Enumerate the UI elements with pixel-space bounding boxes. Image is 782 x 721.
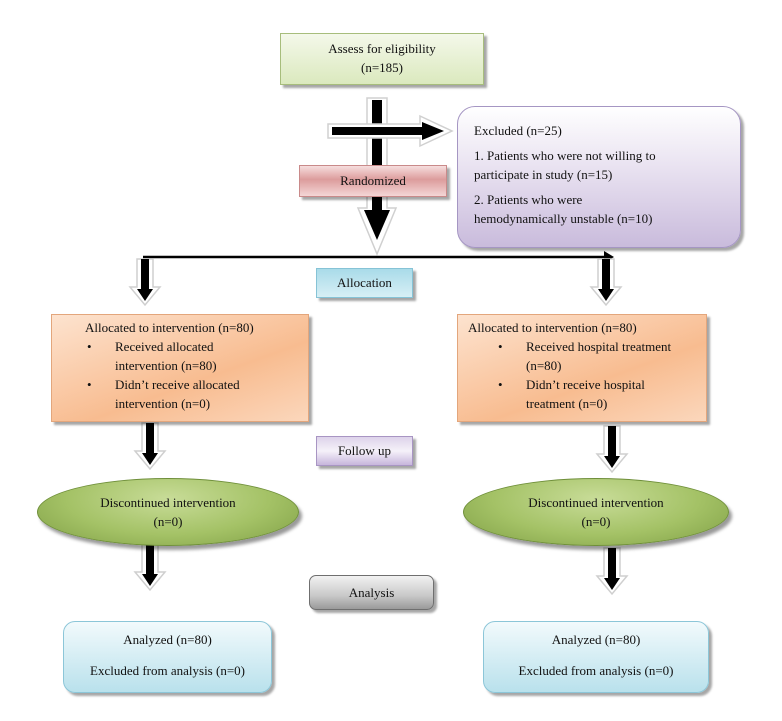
left-allocation-title: Allocated to intervention (n=80) (85, 320, 254, 335)
arrow-right-followup-to-analysis (596, 547, 628, 595)
left-discontinued-line-2: (n=0) (153, 514, 183, 529)
right-analyzed-line-1: Analyzed (n=80) (551, 632, 641, 647)
arrow-to-right-allocation (590, 258, 622, 306)
arrow-left-followup-to-analysis (134, 543, 166, 591)
excluded-reason-2-line-2: hemodynamically unstable (n=10) (474, 211, 653, 226)
enrollment-count: (n=185) (361, 60, 403, 75)
bullet-icon: • (87, 377, 92, 392)
bullet-icon: • (498, 377, 503, 392)
right-allocation-list: • Received hospital treatment (n=80) • D… (468, 337, 706, 413)
randomized-label: Randomized (299, 165, 447, 197)
bullet-icon: • (87, 339, 92, 354)
right-allocation-box: Allocated to intervention (n=80) • Recei… (457, 314, 707, 422)
right-analyzed-line-2: Excluded from analysis (n=0) (518, 663, 674, 678)
left-discontinued-line-1: Discontinued intervention (100, 495, 236, 510)
right-analyzed-box: Analyzed (n=80) Excluded from analysis (… (483, 621, 709, 693)
list-item: • Didn’t receive hospital treatment (n=0… (468, 375, 706, 413)
bullet-line-1: Received hospital treatment (526, 339, 672, 354)
left-analyzed-line-2: Excluded from analysis (n=0) (90, 663, 245, 678)
right-discontinued-line-2: (n=0) (581, 514, 611, 529)
left-allocation-list: • Received allocated intervention (n=80)… (85, 337, 308, 413)
bullet-line-1: Didn’t receive hospital (526, 377, 645, 392)
bullet-line-2: (n=80) (526, 358, 562, 373)
bullet-icon: • (498, 339, 503, 354)
arrow-to-left-allocation (129, 258, 161, 306)
enrollment-title: Assess for eligibility (328, 41, 436, 56)
bullet-line-2: intervention (n=80) (115, 358, 217, 373)
list-item: • Didn’t receive allocated intervention … (85, 375, 308, 413)
bullet-line-2: intervention (n=0) (115, 396, 211, 411)
right-allocation-title: Allocated to intervention (n=80) (468, 320, 637, 335)
left-analyzed-box: Analyzed (n=80) Excluded from analysis (… (63, 621, 272, 693)
excluded-reason-2-line-1: 2. Patients who were (474, 192, 583, 207)
list-item: • Received hospital treatment (n=80) (468, 337, 706, 375)
arrow-to-excluded (327, 114, 454, 148)
enrollment-box: Assess for eligibility (n=185) (280, 33, 484, 85)
follow-up-label: Follow up (316, 436, 413, 466)
excluded-reason-1-line-1: 1. Patients who were not willing to (474, 148, 656, 163)
split-line (143, 251, 614, 263)
allocation-label: Allocation (316, 268, 413, 298)
list-item: • Received allocated intervention (n=80) (85, 337, 308, 375)
bullet-line-1: Didn’t receive allocated (115, 377, 240, 392)
left-analyzed-line-1: Analyzed (n=80) (123, 632, 212, 647)
excluded-reason-1-line-2: participate in study (n=15) (474, 167, 613, 182)
right-discontinued-ellipse: Discontinued intervention (n=0) (463, 478, 729, 546)
analysis-label: Analysis (309, 575, 434, 610)
arrow-right-allocation-to-followup (596, 425, 628, 473)
excluded-box: Excluded (n=25) 1. Patients who were not… (457, 106, 741, 248)
right-discontinued-line-1: Discontinued intervention (528, 495, 664, 510)
bullet-line-2: treatment (n=0) (526, 396, 608, 411)
left-discontinued-ellipse: Discontinued intervention (n=0) (37, 478, 299, 546)
left-allocation-box: Allocated to intervention (n=80) • Recei… (51, 314, 309, 422)
bullet-line-1: Received allocated (115, 339, 214, 354)
excluded-title: Excluded (n=25) (474, 123, 562, 138)
arrow-left-allocation-to-followup (134, 422, 166, 470)
